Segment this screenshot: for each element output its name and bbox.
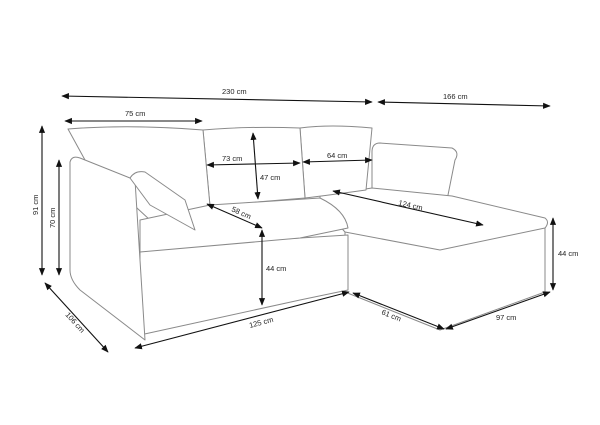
arrow-chaise-depth [332, 189, 484, 227]
arrow-seat-depth [206, 203, 263, 229]
arrow-backrest-height [250, 132, 261, 200]
label-total-width: 230 cm [222, 87, 247, 96]
label-chaise-width: 166 cm [443, 92, 468, 101]
arrow-chaise-width [377, 99, 551, 109]
chaise-backrest [371, 142, 458, 201]
label-cushion-width: 64 cm [327, 151, 347, 160]
label-side-depth: 106 cm [64, 310, 87, 334]
armrest [69, 156, 146, 341]
sofa-outline [67, 125, 548, 341]
label-seat-height: 44 cm [266, 264, 286, 273]
label-armchair-width: 75 cm [125, 109, 145, 118]
arrow-total-width [61, 93, 373, 105]
arrow-cushion-width [302, 157, 373, 165]
label-backrest-height: 47 cm [260, 173, 280, 182]
label-armrest-height: 70 cm [48, 208, 57, 228]
dimension-arrows [38, 93, 557, 353]
arrow-front-width [134, 290, 350, 350]
arrow-chaise-end [445, 291, 551, 330]
label-seat-width: 73 cm [222, 154, 242, 163]
label-chaise-end: 97 cm [496, 313, 516, 322]
arm-pillow [129, 171, 196, 231]
arrow-chaise-front [352, 292, 445, 330]
label-chaise-height: 44 cm [558, 249, 578, 258]
arrow-side-depth [44, 282, 109, 353]
label-total-height: 91 cm [31, 195, 40, 215]
